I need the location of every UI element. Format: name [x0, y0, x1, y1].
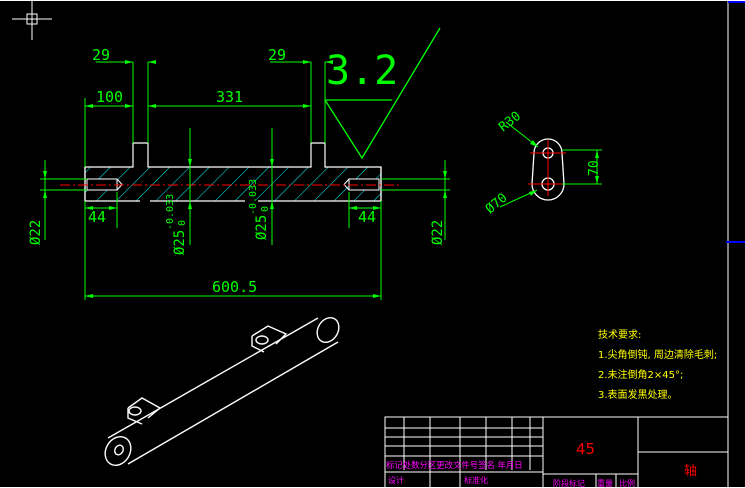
iso-end-hole — [114, 444, 124, 456]
dim-dia-70: Ø70 — [483, 190, 511, 217]
tol-25-left-lower: 0 — [177, 220, 188, 226]
tol-25-right-upper: -0.033 — [248, 179, 259, 215]
standardization-label: 标准化 — [464, 475, 488, 485]
frame-corner-marker — [726, 1, 745, 243]
tech-req-item-1: 1.尖角倒钝, 周边清除毛刺; — [598, 348, 717, 361]
iso-top-edge — [107, 317, 319, 439]
iso-lug-left — [127, 397, 162, 425]
technical-requirements: 技术要求: 1.尖角倒钝, 周边清除毛刺; 2.未注倒角2×45°; 3.表面发… — [598, 328, 717, 401]
iso-bottom-edge — [127, 341, 339, 465]
dimension-arrows — [43, 60, 447, 298]
crosshair-cursor-icon — [12, 0, 52, 40]
shaft-isometric-view[interactable] — [100, 314, 343, 470]
title-block-header-row: 标记处数分区更改文件号签名 年月日 — [386, 460, 523, 470]
iso-far-end — [316, 316, 340, 344]
iso-lug-right-hole — [255, 335, 269, 345]
roughness-symbol-icon — [324, 27, 441, 160]
roughness-value: 3.2 — [326, 48, 398, 94]
dim-600-5: 600.5 — [212, 278, 257, 296]
tech-req-heading: 技术要求: — [598, 328, 641, 341]
tol-25-right-lower: 0 — [260, 206, 271, 212]
dim-dia-22-right: Ø22 — [430, 220, 446, 245]
side-view-dim-arrows — [529, 140, 599, 196]
dim-dia-22-left: Ø22 — [28, 220, 44, 245]
tech-req-item-3: 3.表面发黑处理。 — [598, 388, 678, 401]
dim-r30: R30 — [496, 109, 524, 135]
scale-label: 比例 — [619, 478, 635, 488]
material-label: 45 — [576, 440, 595, 458]
dim-100: 100 — [96, 88, 123, 106]
iso-lug-left-hole — [128, 406, 142, 416]
dim-29-left: 29 — [92, 46, 110, 64]
stage-mark-label: 阶段标记 — [553, 478, 585, 488]
dim-331: 331 — [216, 88, 243, 106]
iso-lug-right — [251, 325, 288, 353]
dim-dia-25-right: Ø25 — [254, 215, 270, 240]
iso-end-face — [104, 435, 132, 467]
dim-44-left: 44 — [88, 208, 106, 226]
tol-25-left-upper: -0.033 — [165, 194, 176, 230]
tech-req-item-2: 2.未注倒角2×45°; — [598, 368, 683, 381]
dim-70-height: 70 — [587, 160, 602, 176]
part-name-label: 轴 — [684, 464, 697, 479]
title-block-grid — [384, 416, 729, 488]
dim-44-right: 44 — [358, 208, 376, 226]
shaft-front-view[interactable] — [60, 142, 400, 203]
shaft-side-view[interactable]: R30 Ø70 70 — [483, 109, 602, 217]
title-block[interactable]: 45 轴 标记处数分区更改文件号签名 年月日 设计 标准化 阶段标记 重量 比例 — [384, 416, 729, 488]
dim-29-right: 29 — [268, 46, 286, 64]
design-label: 设计 — [388, 475, 404, 485]
weight-label: 重量 — [597, 478, 613, 488]
shaft-section-hatch — [85, 167, 381, 201]
side-view-centerlines — [528, 140, 568, 196]
dim-dia-25-left: Ø25 — [172, 230, 188, 255]
